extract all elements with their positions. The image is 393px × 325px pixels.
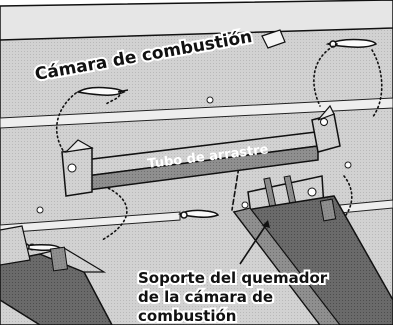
- burner-bracket-label-line3: combustión: [138, 307, 236, 325]
- hitch-pin-icon: [75, 86, 129, 96]
- drag-tube: [61, 104, 341, 197]
- burner-bracket-label-line1: Soporte del quemador: [138, 269, 328, 287]
- left-carrier-arm: [0, 225, 113, 325]
- burner-bracket-label-line2: de la cámara de: [138, 288, 273, 306]
- bracket-leader-arrow: [239, 220, 270, 265]
- clip-icon: [261, 29, 286, 49]
- hitch-pin-icon: [178, 209, 220, 219]
- right-carrier-arm: [232, 195, 393, 325]
